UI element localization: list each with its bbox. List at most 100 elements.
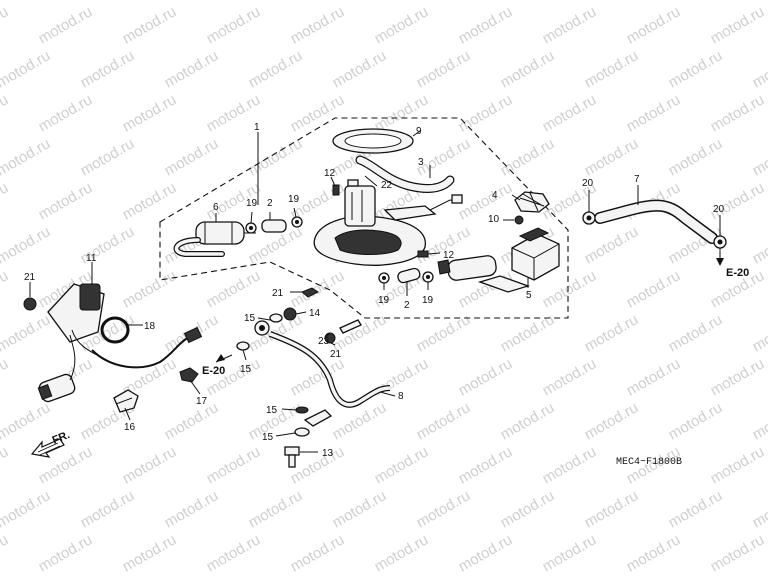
watermark-text: motod.ru — [750, 487, 768, 531]
gasket-ring — [332, 128, 421, 154]
washer-15-b — [236, 341, 250, 351]
callout-21-left: 21 — [24, 272, 36, 283]
washer-15-c — [295, 406, 309, 414]
watermark-text: motod.ru — [456, 91, 516, 135]
watermark-text: motod.ru — [204, 531, 264, 575]
watermark-text: motod.ru — [498, 135, 558, 179]
watermark-text: motod.ru — [0, 311, 53, 355]
callout-18: 18 — [144, 321, 156, 332]
callout-15-b: 15 — [240, 364, 252, 375]
watermark-text: motod.ru — [750, 399, 768, 443]
callout-15-d: 15 — [262, 432, 274, 443]
grommet-17 — [179, 367, 199, 383]
watermark-text: motod.ru — [162, 135, 222, 179]
watermark-text: motod.ru — [750, 135, 768, 179]
callout-2-bottom: 2 — [404, 300, 410, 311]
watermark-text: motod.ru — [666, 47, 726, 91]
callout-3: 3 — [418, 157, 424, 168]
watermark-text: motod.ru — [36, 3, 96, 47]
watermark-text: motod.ru — [372, 3, 432, 47]
callout-19-b: 19 — [288, 194, 300, 205]
watermark-text: motod.ru — [456, 531, 516, 575]
callout-23: 23 — [318, 336, 330, 347]
callout-7: 7 — [634, 174, 640, 185]
top-fuel-hose — [355, 155, 455, 193]
watermark-text: motod.ru — [750, 0, 768, 3]
screw-12-b — [417, 250, 429, 258]
watermark-text: motod.ru — [0, 3, 11, 47]
watermark-text: motod.ru — [498, 47, 558, 91]
watermark-text: motod.ru — [36, 531, 96, 575]
watermark-text: motod.ru — [624, 267, 684, 311]
watermark-text: motod.ru — [330, 487, 390, 531]
watermark-text: motod.ru — [0, 443, 11, 487]
watermark-text: motod.ru — [120, 443, 180, 487]
front-direction-label: FR. — [51, 429, 72, 447]
watermark-text: motod.ru — [666, 399, 726, 443]
watermark-text: motod.ru — [288, 267, 348, 311]
watermark-text: motod.ru — [582, 487, 642, 531]
watermark-text: motod.ru — [0, 223, 53, 267]
watermark-text: motod.ru — [0, 135, 53, 179]
assembly-outline — [159, 117, 569, 319]
watermark-text: motod.ru — [456, 355, 516, 399]
filter-screen — [514, 191, 550, 213]
watermark-text: motod.ru — [540, 355, 600, 399]
diagram-code: MEC4~F1800B — [616, 457, 682, 468]
watermark-text: motod.ru — [0, 179, 11, 223]
clamp-19-a — [245, 222, 257, 234]
watermark-text: motod.ru — [750, 223, 768, 267]
washer-15-d — [294, 427, 310, 437]
watermark-text: motod.ru — [414, 487, 474, 531]
callout-6: 6 — [213, 202, 219, 213]
watermark-text: motod.ru — [708, 443, 768, 487]
watermark-text: motod.ru — [372, 443, 432, 487]
watermark-text: motod.ru — [540, 531, 600, 575]
watermark-text: motod.ru — [582, 135, 642, 179]
watermark-text: motod.ru — [36, 91, 96, 135]
leader-lines — [29, 132, 721, 453]
callout-19-c: 19 — [378, 295, 390, 306]
watermark-text: motod.ru — [540, 91, 600, 135]
fuel-feed-pipe — [268, 331, 391, 427]
watermark-text: motod.ru — [666, 487, 726, 531]
watermark-text: motod.ru — [708, 531, 768, 575]
watermark-text: motod.ru — [624, 355, 684, 399]
watermark-text: motod.ru — [498, 487, 558, 531]
watermark-text: motod.ru — [0, 487, 53, 531]
callout-19-d: 19 — [422, 295, 434, 306]
callout-13: 13 — [322, 448, 334, 459]
callout-14: 14 — [309, 308, 321, 319]
callout-16: 16 — [124, 422, 136, 433]
callout-2-top: 2 — [267, 198, 273, 209]
callout-21-mid: 21 — [272, 288, 284, 299]
watermark-text: motod.ru — [0, 91, 11, 135]
watermark-text: motod.ru — [204, 443, 264, 487]
watermark-text: motod.ru — [414, 399, 474, 443]
front-direction-arrow — [30, 438, 65, 458]
clip-22 — [347, 179, 359, 187]
callout-12-mid: 12 — [443, 250, 455, 261]
watermark-text: motod.ru — [162, 487, 222, 531]
clamp-19-b — [291, 216, 303, 228]
watermark-text: motod.ru — [666, 311, 726, 355]
screw-12-a — [332, 184, 340, 196]
watermark-text: motod.ru — [582, 399, 642, 443]
watermark-text: motod.ru — [288, 3, 348, 47]
watermark-text: motod.ru — [120, 91, 180, 135]
watermark-text: motod.ru — [582, 223, 642, 267]
watermark-text: motod.ru — [120, 267, 180, 311]
watermark-text: motod.ru — [540, 443, 600, 487]
watermark-text: motod.ru — [708, 355, 768, 399]
cable-clip-16 — [113, 389, 139, 413]
watermark-text: motod.ru — [0, 531, 11, 575]
watermark-text: motod.ru — [624, 3, 684, 47]
callout-19-a: 19 — [246, 198, 258, 209]
watermark-text: motod.ru — [666, 135, 726, 179]
grommet-21-mid — [301, 287, 319, 298]
watermark-text: motod.ru — [498, 399, 558, 443]
bolt-13 — [284, 446, 300, 468]
watermark-text: motod.ru — [750, 311, 768, 355]
callout-21-low: 21 — [330, 349, 342, 360]
callout-5: 5 — [526, 290, 532, 301]
